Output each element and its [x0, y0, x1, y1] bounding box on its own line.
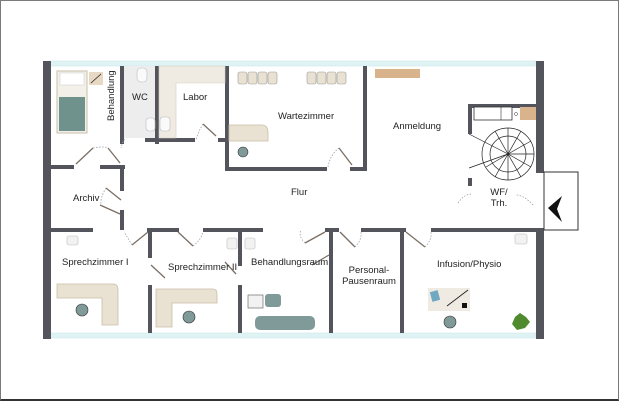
infusion-table — [428, 288, 530, 330]
room-label-behandlung: Behandlung — [106, 70, 117, 121]
room-label-pausenraum-line2: Pausenraum — [342, 276, 396, 287]
outer-walls — [43, 61, 544, 339]
room-label-archiv: Archiv — [73, 193, 100, 204]
room-label-wf-line2: Trh. — [490, 198, 508, 209]
room-label-wartezimmer: Wartezimmer — [278, 111, 335, 122]
sinks — [66, 233, 528, 250]
desk-sprechzimmer-1 — [56, 283, 119, 326]
dental-chair — [247, 294, 315, 330]
room-label-pausenraum-line1: Personal- — [348, 265, 390, 276]
room-label-pausenraum: Personal- Pausenraum — [342, 265, 396, 287]
room-label-anmeldung: Anmeldung — [393, 121, 442, 132]
room-label-wc: WC — [132, 92, 148, 103]
doors — [75, 123, 426, 279]
desk-sprechzimmer-2 — [155, 288, 218, 328]
waiting-chairs — [237, 71, 347, 85]
room-label-wf: WF/ Trh. — [490, 187, 507, 209]
room-label-wf-line1: WF/ — [490, 187, 508, 198]
plant-icon — [512, 313, 530, 330]
wc-fixtures — [124, 66, 156, 138]
room-label-sprechzimmer-1: Sprechzimmer I — [62, 257, 129, 268]
entrance-arrow-icon — [548, 196, 562, 222]
treatment-bed — [56, 70, 103, 134]
spiral-staircase — [468, 127, 535, 181]
room-label-labor: Labor — [183, 92, 208, 103]
interior-walls — [49, 66, 536, 333]
room-label-sprechzimmer-2: Sprechzimmer II — [168, 262, 238, 273]
room-label-flur: Flur — [291, 187, 308, 198]
labor-counter — [158, 65, 226, 139]
room-label-behandlungsraum: Behandlungsraum — [251, 257, 329, 268]
waiting-desk — [228, 124, 269, 158]
room-label-infusion: Infusion/Physio — [437, 259, 502, 270]
entrance — [543, 171, 579, 231]
reception-counter — [375, 69, 536, 121]
